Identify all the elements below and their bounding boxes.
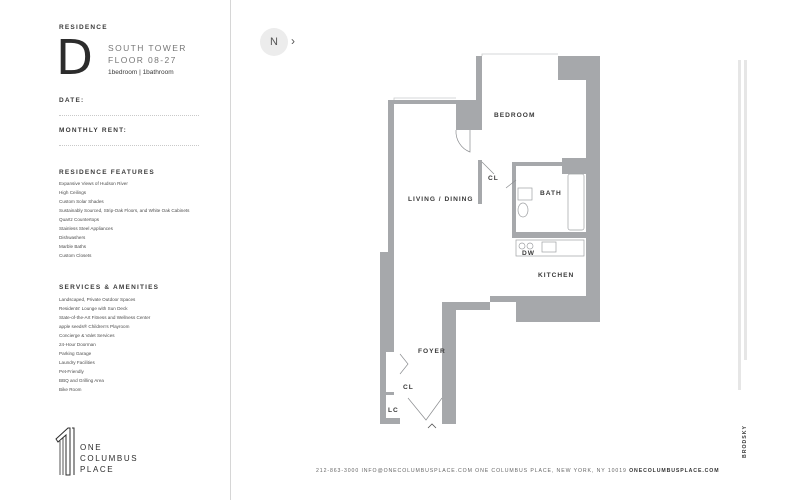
residence-label: RESIDENCE	[59, 24, 108, 31]
wall-kitchen-bottom	[490, 296, 586, 322]
logo-line-columbus: COLUMBUS	[80, 454, 139, 463]
room-label-foyer: FOYER	[418, 348, 446, 355]
amenities-item: Concierge & Valet Services	[59, 332, 115, 338]
window-bedroom	[481, 53, 558, 56]
toilet	[517, 202, 529, 218]
features-item: High Ceilings	[59, 189, 87, 195]
wall-right-exterior	[558, 56, 600, 322]
north-indicator: N	[260, 28, 288, 56]
kitchen-counter	[515, 239, 585, 257]
plan-walls	[380, 56, 600, 424]
wall-foyer-right	[442, 302, 490, 424]
contact-details: 212-863-3000 INFO@ONECOLUMBUSPLACE.COM O…	[316, 468, 627, 474]
floor-plan: BEDROOM LIVING / DINING BATH KITCHEN FOY…	[370, 52, 610, 432]
room-label-living: LIVING / DINING	[408, 196, 474, 203]
north-label: N	[270, 36, 278, 48]
features-item: Quartz Countertops	[59, 216, 100, 222]
room-label-closet-bedroom: CL	[488, 175, 499, 182]
date-label: DATE:	[59, 97, 85, 104]
wall-living-top	[388, 100, 458, 104]
wall-living-left	[388, 102, 394, 252]
amenities-item: 24-Hour Doorman	[59, 341, 96, 347]
vanity	[517, 187, 533, 201]
bathtub	[567, 173, 585, 231]
features-item: Dishwashers	[59, 234, 86, 240]
features-item: Expansive Views of Hudson River	[59, 181, 128, 186]
floor-range: FLOOR 08-27	[108, 55, 177, 65]
brodsky-brand: BRODSKY	[742, 425, 748, 458]
features-item: Custom Closets	[59, 252, 92, 258]
wall-living-left-lower	[380, 252, 394, 424]
window-living	[393, 97, 456, 100]
info-panel: RESIDENCE D SOUTH TOWER FLOOR 08-27 1bed…	[0, 0, 231, 500]
wall-entry-bottom	[380, 418, 400, 424]
room-label-bedroom: BEDROOM	[494, 112, 536, 119]
wall-closet-left	[478, 160, 482, 204]
wall-bath-bottom	[512, 232, 586, 238]
monthly-rent-label: MONTHLY RENT:	[59, 127, 127, 134]
amenities-item: Residents' Lounge with Sun Deck	[59, 305, 128, 311]
logo-wordmark: ONE COLUMBUS PLACE	[80, 442, 138, 475]
burner-2	[526, 242, 534, 250]
disclaimer-text-block-2	[744, 60, 747, 360]
kitchen-fixtures	[515, 239, 585, 257]
floor-plan-drawing	[380, 53, 600, 429]
amenities-title: SERVICES & AMENITIES	[59, 284, 160, 291]
amenities-item: Parking Garage	[59, 350, 92, 356]
contact-footer: 212-863-3000 INFO@ONECOLUMBUSPLACE.COM O…	[316, 468, 719, 474]
amenities-item: State-of-the-Art Fitness and Wellness Ce…	[59, 314, 151, 320]
amenities-item: Pet-Friendly	[59, 368, 84, 374]
logo-line-one: ONE	[80, 443, 103, 452]
sink	[541, 241, 557, 253]
wall-column	[456, 100, 482, 130]
logo-line-place: PLACE	[80, 465, 115, 474]
door-swing-foyer-cl	[399, 353, 409, 375]
tower-name: SOUTH TOWER	[108, 43, 187, 53]
website-link[interactable]: ONECOLUMBUSPLACE.COM	[629, 468, 720, 474]
door-swing-closet	[481, 161, 495, 175]
features-item: Marble Baths	[59, 243, 87, 249]
door-swing-entry	[407, 397, 443, 421]
wall-bath-top	[512, 162, 586, 166]
amenities-item: Bike Room	[59, 386, 82, 392]
amenities-item: BBQ and Grilling Area	[59, 377, 104, 383]
one-columbus-place-logo	[55, 427, 75, 476]
north-arrow-icon: ›	[291, 34, 295, 48]
features-title: RESIDENCE FEATURES	[59, 169, 155, 176]
room-label-linen-closet: LC	[388, 407, 399, 414]
features-item: Sustainably Sourced, Strip-Oak Floors, a…	[59, 207, 190, 213]
tower-info: SOUTH TOWER FLOOR 08-27	[108, 42, 187, 66]
entry-arrow-icon	[427, 423, 437, 429]
amenities-item: apple seeds® Children's Playroom	[59, 323, 130, 329]
bath-fixtures	[517, 173, 585, 231]
amenities-item: Landscaped, Private Outdoor Spaces	[59, 297, 136, 302]
date-line	[59, 115, 199, 116]
door-swings	[399, 129, 517, 421]
door-swing-bath	[505, 179, 517, 189]
wall-bedroom-top	[476, 56, 482, 100]
room-label-closet-foyer: CL	[403, 384, 414, 391]
room-label-bath: BATH	[540, 190, 562, 197]
burner-1	[518, 242, 526, 250]
wall-bath-left	[512, 164, 516, 232]
features-item: Stainless Steel Appliances	[59, 225, 113, 231]
window-lines	[393, 53, 558, 100]
unit-layout: 1bedroom | 1bathroom	[108, 69, 174, 76]
wall-bath-notch	[562, 158, 586, 174]
room-label-dishwasher: DW	[522, 250, 535, 257]
wall-lc	[380, 392, 394, 395]
features-item: Custom Solar Shades	[59, 198, 104, 204]
room-label-kitchen: KITCHEN	[538, 272, 575, 279]
amenities-item: Laundry Facilities	[59, 359, 95, 365]
rent-line	[59, 145, 199, 146]
door-swing-bedroom	[455, 129, 471, 153]
legal-disclaimer	[738, 60, 752, 460]
unit-letter: D	[56, 30, 93, 86]
disclaimer-text-block	[738, 60, 741, 390]
